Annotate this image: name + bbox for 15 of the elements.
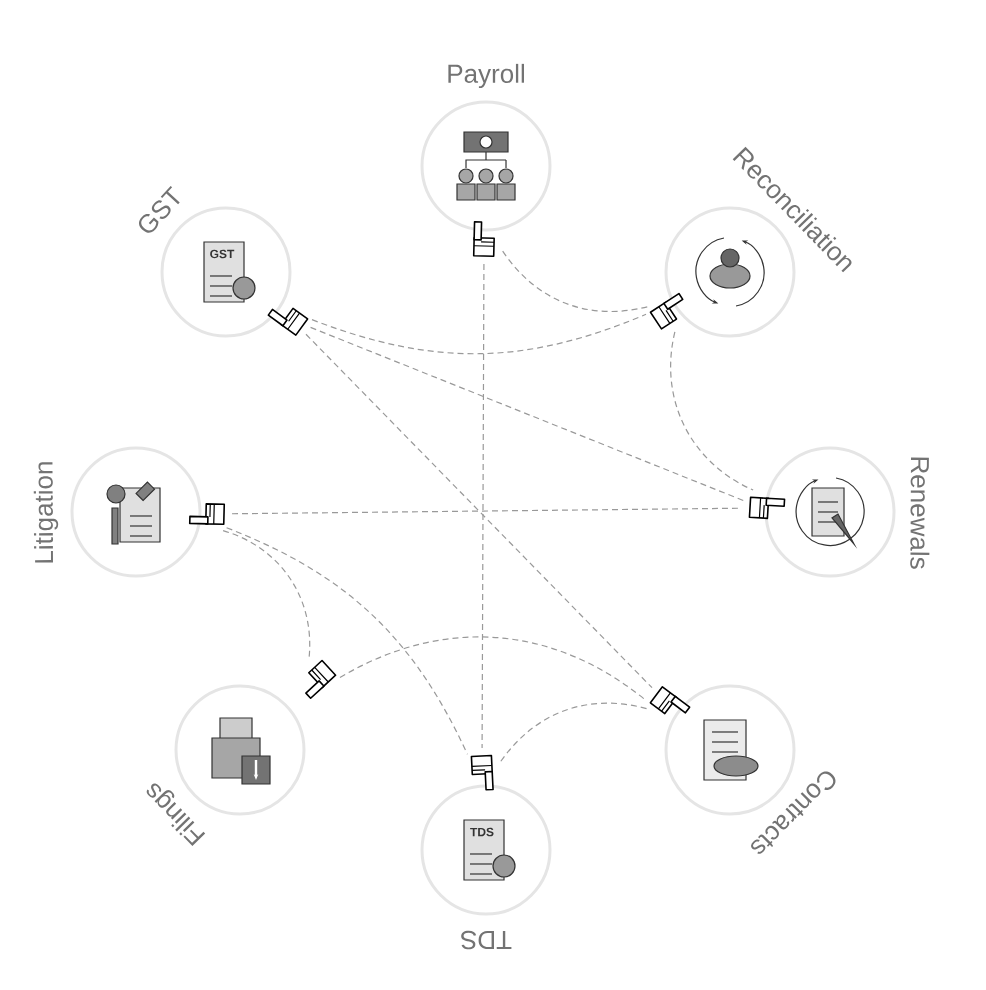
circle-label: Renewals	[910, 457, 930, 569]
circle-label: Litigation	[33, 462, 59, 563]
dashed-connector	[305, 333, 653, 689]
dashed-connector	[481, 263, 485, 749]
dashed-connector	[309, 326, 745, 502]
dashed-connector	[222, 530, 311, 660]
circle-label: TDS	[461, 930, 512, 950]
dashed-connector	[339, 636, 647, 702]
dashed-connector	[502, 250, 648, 312]
dashed-connector	[311, 313, 647, 355]
dashed-connector	[225, 527, 469, 755]
circle-label: Payroll	[448, 63, 524, 89]
dashed-connector	[670, 331, 754, 491]
dashed-connector	[231, 507, 743, 515]
dashed-connector	[500, 702, 648, 762]
